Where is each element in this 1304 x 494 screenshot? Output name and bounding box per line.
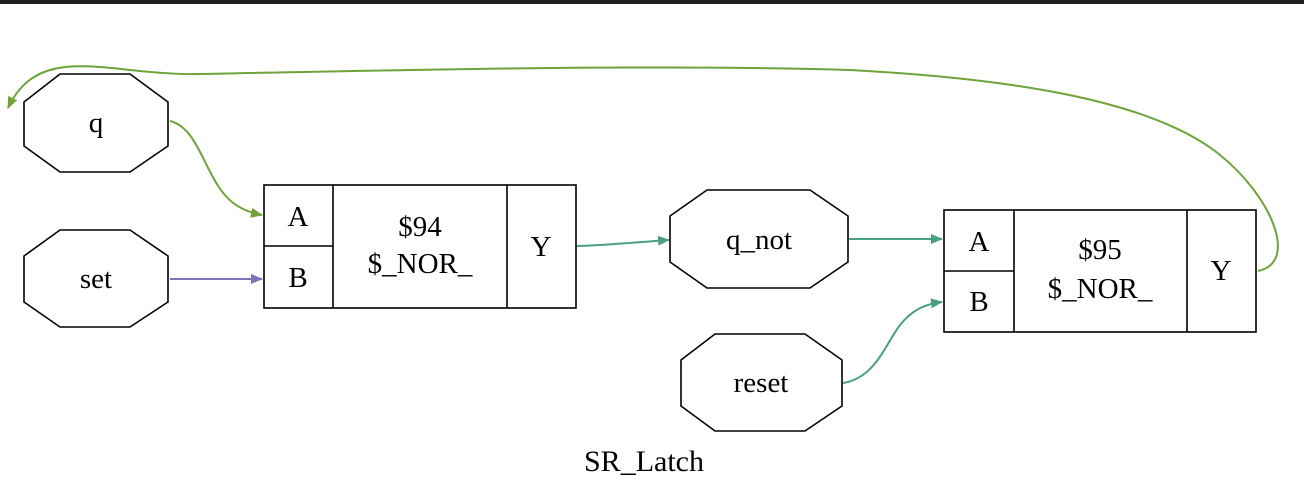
cell-94-input-a: A bbox=[288, 201, 309, 233]
cell-94-input-b: B bbox=[288, 262, 307, 294]
port-q-label: q bbox=[89, 107, 104, 139]
cell-95-input-a: A bbox=[969, 226, 990, 258]
cell-95-type: $_NOR_ bbox=[1048, 273, 1153, 305]
wire-q-feedback bbox=[7, 65, 1279, 272]
cell-94-output-y: Y bbox=[531, 231, 552, 263]
port-q-not-label: q_not bbox=[726, 224, 792, 256]
cell-nor-94: A B $94 $_NOR_ Y bbox=[263, 184, 577, 309]
port-reset: reset bbox=[680, 333, 843, 432]
cell-nor-95: A B $95 $_NOR_ Y bbox=[943, 209, 1257, 333]
port-reset-label: reset bbox=[734, 367, 789, 399]
cell-95-input-b: B bbox=[969, 286, 988, 318]
wire-nor94-y-to-q-not bbox=[576, 235, 670, 247]
cell-95-id: $95 bbox=[1078, 234, 1122, 266]
cell-94-type: $_NOR_ bbox=[368, 248, 473, 280]
diagram-title: SR_Latch bbox=[584, 445, 704, 478]
wire-reset-to-nor95-b bbox=[842, 298, 943, 384]
cell-94-id: $94 bbox=[398, 211, 442, 243]
port-set: set bbox=[23, 229, 169, 328]
wire-q-to-nor94-a bbox=[169, 120, 263, 218]
port-set-label: set bbox=[80, 263, 112, 295]
cell-95-output-y: Y bbox=[1211, 255, 1232, 287]
port-q-not: q_not bbox=[669, 189, 849, 289]
port-q: q bbox=[23, 73, 169, 173]
window-top-bar bbox=[0, 0, 1304, 4]
